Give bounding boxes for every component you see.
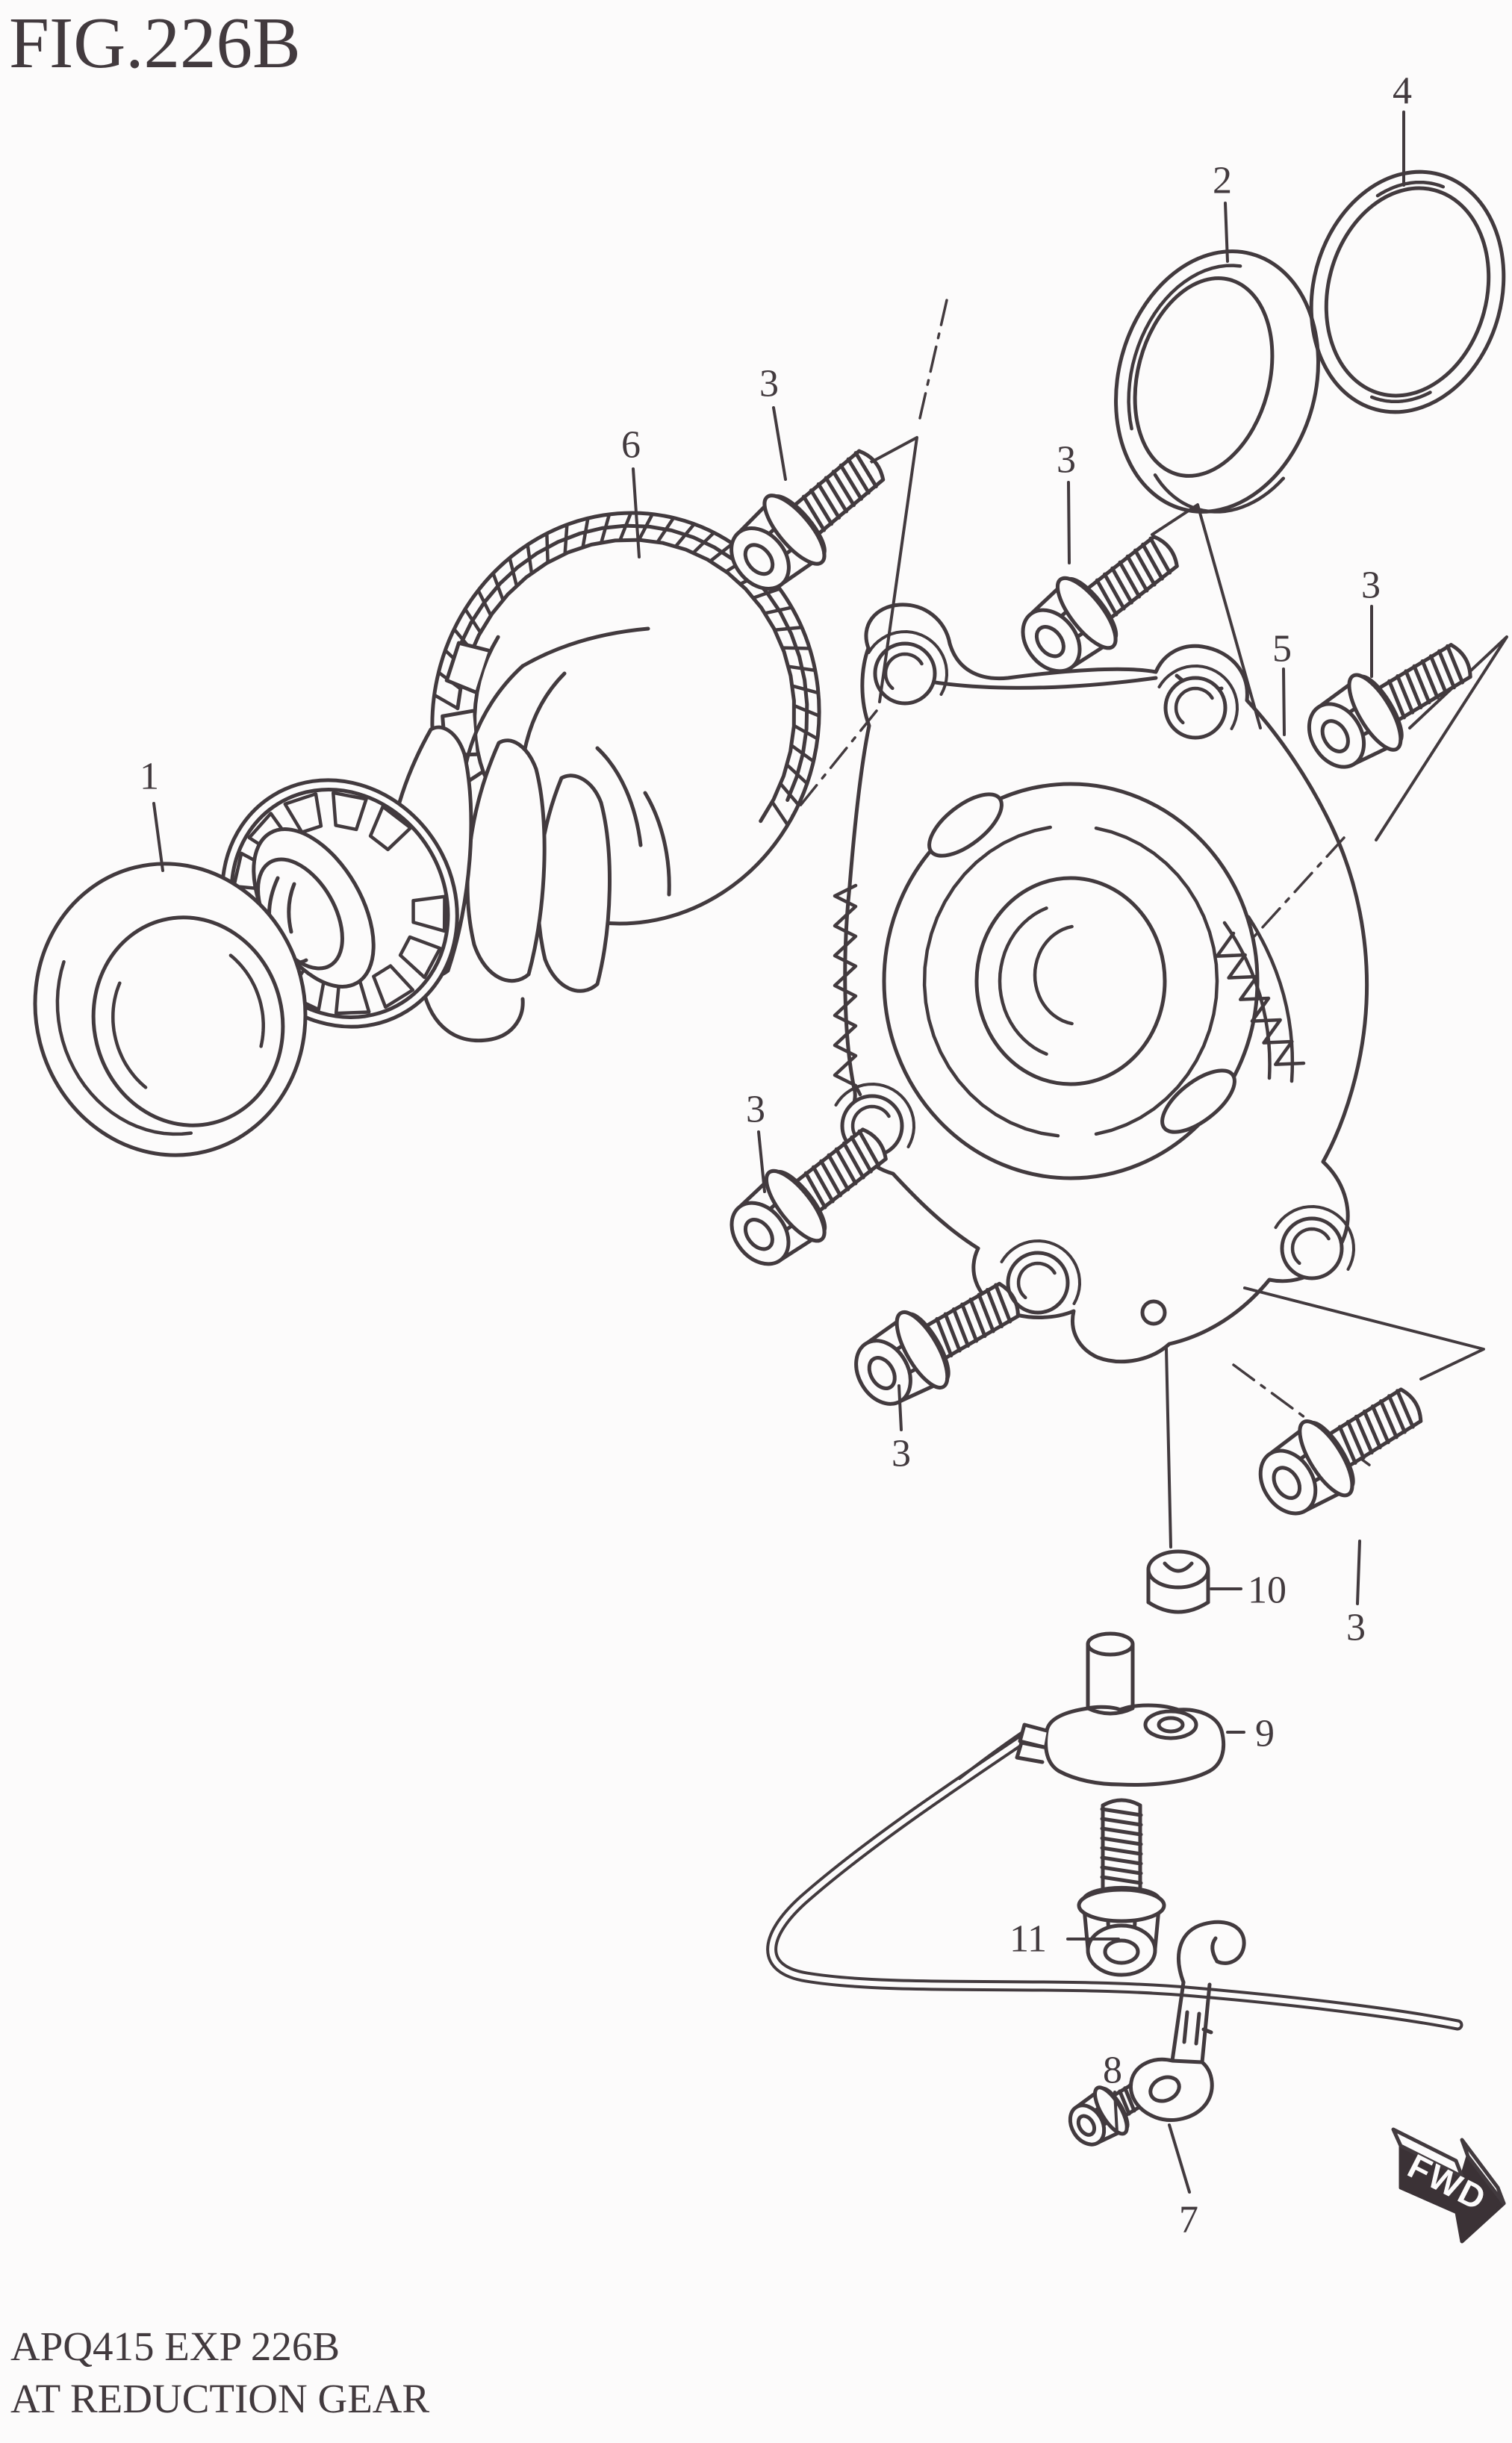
callout-labels: 1 2 4 3 6 3 3 5 3 3 3 10 9 11 8 7 (140, 70, 1412, 2241)
callout-11: 11 (1009, 1918, 1120, 1961)
flange-bolt-3f (1258, 1387, 1423, 1516)
flange-bolt-3b (1021, 535, 1179, 673)
callout-label: 5 (1272, 628, 1292, 670)
callout-3: 3 (759, 363, 787, 481)
callout-8: 8 (1103, 2050, 1122, 2134)
callout-label: 11 (1009, 1918, 1047, 1961)
callout-label: 9 (1255, 1713, 1275, 1755)
callout-4: 4 (1393, 70, 1412, 187)
callout-label: 2 (1213, 160, 1232, 202)
flange-bolt-3c (1307, 643, 1472, 769)
fwd-direction-badge: FWD (1391, 2127, 1506, 2244)
sensor-collar (1146, 1549, 1210, 1614)
flange-bolt-3e (854, 1281, 1021, 1406)
figure-caption: AT REDUCTION GEAR (10, 2375, 430, 2421)
flange-bolt-3d (729, 1127, 888, 1266)
callout-label: 3 (1361, 564, 1381, 607)
callout-3: 3 (1057, 439, 1076, 564)
model-code: APQ415 EXP 226B (10, 2324, 340, 2369)
sensor-bolt-11 (1077, 1798, 1166, 1977)
callout-label: 3 (746, 1089, 765, 1131)
flange-bolt-3a (729, 449, 886, 591)
callout-label: 3 (1057, 439, 1076, 482)
callout-2: 2 (1213, 160, 1232, 263)
callout-7: 7 (1168, 2123, 1198, 2241)
spacer-ring (1114, 249, 1320, 514)
callout-label: 1 (140, 756, 159, 798)
wire-clamp-bracket (1129, 1920, 1246, 2122)
o-ring (1309, 169, 1506, 414)
callout-label: 7 (1179, 2199, 1198, 2241)
bearing-race-ring (33, 862, 308, 1157)
callout-label: 3 (892, 1433, 911, 1475)
assembly-pointer-arrows (867, 436, 1508, 1381)
figure-title: FIG.226B (9, 3, 301, 83)
callout-label: 10 (1248, 1569, 1287, 1612)
callout-label: 3 (759, 363, 779, 405)
callout-6: 6 (621, 424, 641, 558)
callout-10: 10 (1210, 1569, 1287, 1612)
callout-3: 3 (746, 1089, 766, 1193)
callout-label: 3 (1346, 1607, 1366, 1649)
callout-label: 8 (1103, 2050, 1122, 2092)
figure-footer: APQ415 EXP 226B AT REDUCTION GEAR (10, 2321, 429, 2425)
callout-9: 9 (1226, 1713, 1275, 1755)
callout-1: 1 (140, 756, 164, 872)
flange-bolts (729, 449, 1472, 2147)
callout-label: 6 (621, 424, 641, 467)
callout-label: 4 (1393, 70, 1412, 113)
extension-case-housing (833, 603, 1369, 1549)
callout-3: 3 (892, 1384, 911, 1475)
speed-sensor (766, 1631, 1463, 2031)
callout-5: 5 (1272, 628, 1292, 736)
callout-3: 3 (1361, 564, 1381, 678)
callout-3: 3 (1346, 1540, 1366, 1649)
